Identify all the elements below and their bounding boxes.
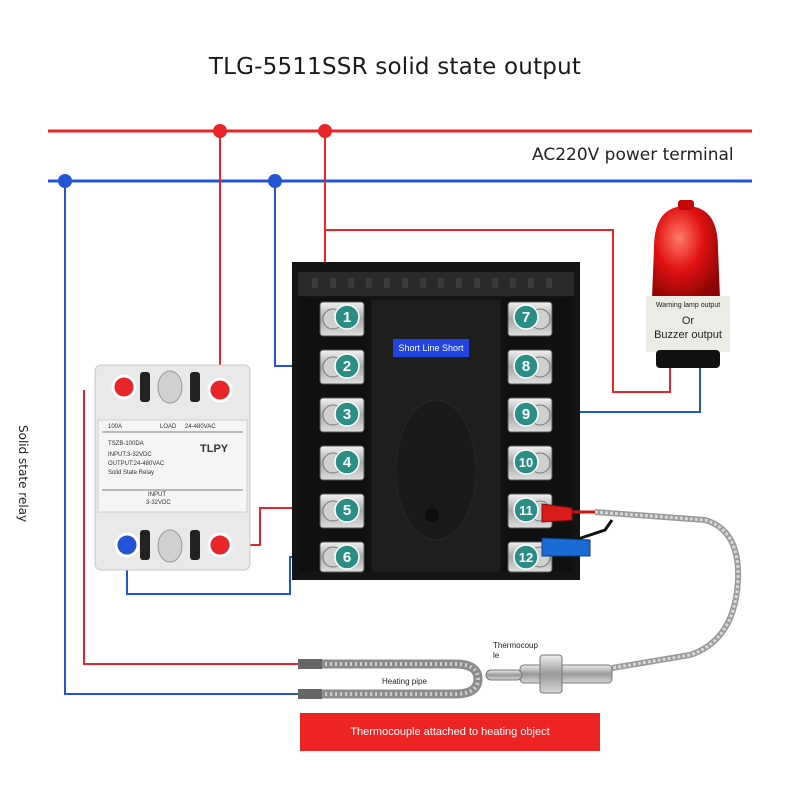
junction-dot: [268, 174, 282, 188]
lamp-label: Warning lamp output Or Buzzer output: [646, 302, 730, 341]
terminal-number: 7: [522, 309, 530, 326]
terminal-badge-left-1: 1: [334, 304, 360, 330]
thermocouple-banner: Thermocouple attached to heating object: [300, 713, 600, 751]
terminal-number: 12: [519, 550, 533, 565]
terminal-badge-left-5: 5: [334, 497, 360, 523]
terminal-badge-right-8: 8: [513, 353, 539, 379]
relay-terminal-4: [114, 532, 140, 558]
terminal-number: 8: [522, 358, 530, 375]
relay-load: LOAD: [160, 424, 177, 430]
solid-state-relay-label: Solid state relay: [16, 425, 30, 523]
terminal-number: 1: [343, 309, 351, 326]
wire-terminal9-lamp: [527, 367, 701, 413]
terminal-badge-left-2: 2: [334, 353, 360, 379]
lamp-label-line1: Warning lamp output: [655, 302, 721, 309]
terminal-badge-right-10: 10: [513, 449, 539, 475]
relay-load-range: 24-480VAC: [185, 424, 216, 430]
junction-dot: [213, 124, 227, 138]
power-terminal-label: AC220V power terminal: [532, 145, 734, 165]
terminal-badge-left-4: 4: [334, 449, 360, 475]
terminal-badge-right-7: 7: [513, 304, 539, 330]
relay-model: TSZB-100DA: [108, 441, 144, 447]
wire-neutral-heater: [64, 181, 300, 695]
thermocouple-label: Thermocoup le: [493, 641, 538, 660]
terminal-number: 2: [343, 358, 351, 375]
warning-lamp: [646, 200, 730, 368]
relay-input-spec: INPUT:3-32VDC: [108, 452, 152, 458]
relay-brand: TLPY: [200, 443, 229, 455]
relay-input-tag: INPUT: [148, 492, 166, 498]
solid-state-relay: [94, 364, 251, 571]
relay-terminal-3: [207, 532, 233, 558]
thermocouple: [485, 503, 742, 694]
relay-terminal-2: [207, 377, 233, 403]
terminal-number: 3: [343, 406, 351, 423]
terminal-badge-left-3: 3: [334, 401, 360, 427]
terminal-number: 10: [519, 455, 533, 470]
relay-terminal-1: [111, 374, 137, 400]
relay-input-range: 3-32VDC: [146, 500, 171, 506]
terminal-number: 4: [343, 454, 352, 471]
terminal-number: 9: [522, 406, 530, 423]
terminal-badge-left-6: 6: [334, 544, 360, 570]
terminal-block-right: [502, 298, 572, 573]
heating-pipe: [298, 659, 483, 699]
lamp-label-line2: Or: [681, 315, 695, 327]
short-line-tag: Short Line Short: [393, 339, 469, 357]
terminal-number: 6: [343, 549, 351, 566]
lamp-label-line3: Buzzer output: [654, 329, 722, 341]
terminal-badge-right-11: 11: [513, 497, 539, 523]
relay-type: Solid State Relay: [108, 470, 155, 476]
junction-dot: [58, 174, 72, 188]
terminal-number: 5: [343, 502, 351, 519]
junction-dot: [318, 124, 332, 138]
relay-current: 100A: [108, 424, 123, 430]
wire-heater-live: [83, 390, 300, 665]
relay-output-spec: OUTPUT:24-480VAC: [108, 461, 165, 467]
wire-live-lamp: [325, 229, 671, 393]
terminal-badge-right-9: 9: [513, 401, 539, 427]
diagram-title: TLG-5511SSR solid state output: [208, 54, 582, 80]
heating-pipe-label: Heating pipe: [382, 677, 427, 686]
terminal-number: 11: [519, 503, 533, 518]
terminal-badge-right-12: 12: [513, 544, 539, 570]
